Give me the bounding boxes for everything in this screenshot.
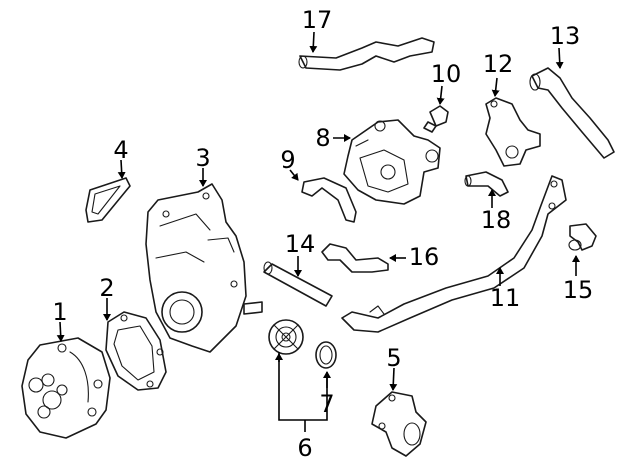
callout-labels: 1 2 3 4 5 6 7 8 9 10 11 12 13 14 15 16 1… [52,6,593,462]
leader-17 [309,31,318,53]
engine-front-cover-drawing [145,183,263,353]
callout-9: 9 [280,146,295,174]
leader-4 [117,159,126,179]
leader-6b [305,378,328,421]
short-hose-drawing [464,171,509,197]
callout-8: 8 [315,124,330,152]
top-hose-drawing [298,37,435,71]
callout-12: 12 [483,50,514,78]
leader-6-bracket [278,352,305,421]
callout-3: 3 [195,144,210,172]
leader-5 [389,367,398,391]
thermostat-drawing [268,319,304,355]
callout-6: 6 [297,434,312,462]
callout-1: 1 [52,298,67,326]
housing-gasket-drawing [301,177,357,223]
water-pump-drawing [21,337,111,439]
callout-10: 10 [431,60,462,88]
water-outlet-drawing [371,391,427,457]
callout-18: 18 [481,206,512,234]
callout-17: 17 [302,6,333,34]
callout-5: 5 [386,344,401,372]
callout-15: 15 [563,276,594,304]
seal-ring-drawing [315,341,337,369]
small-gasket-drawing [85,177,131,223]
leader-12 [491,77,500,97]
thermostat-housing-drawing [343,119,441,205]
coolant-pipe-drawing [341,175,567,333]
bent-hose-drawing [321,243,389,273]
leader-10 [436,85,445,105]
outlet-fitting-drawing [485,97,541,167]
leader-13 [555,47,564,69]
callout-11: 11 [490,284,521,312]
elbow-hose-drawing [568,223,597,251]
upper-hose-drawing [529,67,615,159]
callout-2: 2 [99,274,114,302]
callout-7: 7 [319,390,334,418]
temperature-sensor-drawing [423,105,449,133]
straight-tube-drawing [263,261,333,307]
pump-gasket-drawing [105,311,167,391]
callout-4: 4 [113,136,128,164]
leader-9 [289,169,299,181]
leader-lines [56,31,580,432]
callout-16: 16 [409,243,440,271]
callout-13: 13 [550,22,581,50]
callout-14: 14 [285,230,316,258]
leader-1 [56,321,65,342]
